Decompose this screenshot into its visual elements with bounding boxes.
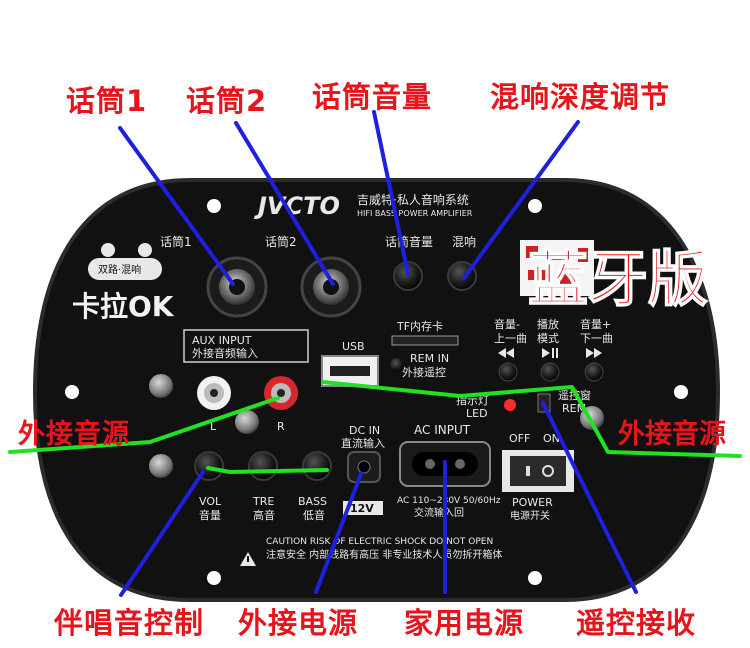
brand-logo: JVCTO bbox=[254, 192, 340, 220]
caution-label: CAUTION RISK OF ELECTRIC SHOCK DO NOT OP… bbox=[266, 537, 493, 547]
pointer-reverb bbox=[462, 120, 580, 280]
mount-hole bbox=[528, 199, 542, 213]
next-track-icon bbox=[586, 348, 602, 358]
pointer-ext-source-right bbox=[321, 380, 742, 458]
vol-label: VOL bbox=[199, 495, 222, 508]
caution-cn-label: 注意安全 内部线路有高压 非专业技术人员勿拆开箱体 bbox=[266, 548, 502, 561]
power-label: POWER bbox=[512, 496, 553, 509]
play-mode-sub-label: 模式 bbox=[537, 332, 559, 345]
pointer-ext-source-bottom bbox=[206, 466, 329, 474]
vol-minus-sub-label: 上一曲 bbox=[494, 332, 527, 345]
speaker-terminal-screw bbox=[149, 374, 173, 398]
callout-ext-source-left: 外接音源 bbox=[18, 419, 130, 450]
vol-minus-button[interactable] bbox=[498, 362, 518, 382]
play-mode-button[interactable] bbox=[540, 362, 560, 382]
mic-volume-panel-label: 话筒音量 bbox=[385, 234, 433, 249]
bass-knob[interactable] bbox=[302, 451, 332, 481]
rem-in-label: REM IN bbox=[410, 352, 449, 365]
power-cn-label: 电源开关 bbox=[510, 509, 550, 522]
rem-in-jack[interactable] bbox=[390, 358, 404, 372]
ac-input-label: AC INPUT bbox=[414, 423, 471, 437]
dc-in-jack[interactable] bbox=[347, 451, 381, 483]
karaoke-logo: 双路·混响 卡拉OK bbox=[72, 243, 175, 323]
bass-label: BASS bbox=[298, 495, 327, 508]
treble-cn-label: 高音 bbox=[253, 508, 275, 522]
vol-plus-sub-label: 下一曲 bbox=[580, 332, 613, 345]
power-on-label: ON bbox=[543, 432, 560, 445]
karaoke-logo-main: 卡拉OK bbox=[72, 290, 175, 323]
pointer-mic1 bbox=[118, 126, 235, 286]
treble-knob[interactable] bbox=[248, 451, 278, 481]
aux-right-rca-jack[interactable] bbox=[264, 376, 298, 410]
pointer-remote bbox=[541, 401, 638, 594]
play-pause-icon bbox=[542, 348, 558, 358]
power-switch[interactable] bbox=[502, 450, 574, 492]
karaoke-logo-top: 双路·混响 bbox=[98, 263, 141, 276]
pointer-mic-volume bbox=[372, 110, 410, 276]
dc-voltage-label: 12V bbox=[350, 502, 374, 515]
aux-input-title: AUX INPUT bbox=[192, 334, 252, 347]
aux-right-label: R bbox=[277, 420, 285, 433]
aux-input-box bbox=[183, 329, 309, 363]
callout-mic-volume: 话筒音量 bbox=[312, 80, 433, 114]
callout-ext-power: 外接电源 bbox=[238, 606, 359, 640]
dc-voltage-badge bbox=[343, 501, 383, 515]
brand-subtitle: HIFI BASS POWER AMPLIFIER bbox=[357, 209, 473, 218]
mount-hole bbox=[207, 199, 221, 213]
callout-mic2: 话筒2 bbox=[186, 84, 268, 118]
vol-cn-label: 音量 bbox=[199, 508, 221, 522]
mic2-jack[interactable] bbox=[300, 256, 362, 318]
mic1-jack[interactable] bbox=[206, 256, 268, 318]
speaker-terminal-screw bbox=[235, 410, 259, 434]
mount-hole bbox=[207, 571, 221, 585]
bluetooth-version-badge: 蓝牙版 bbox=[528, 245, 708, 315]
bass-cn-label: 低音 bbox=[303, 508, 325, 522]
dc-in-label: DC IN bbox=[349, 424, 380, 437]
mic1-panel-label: 话筒1 bbox=[160, 234, 192, 249]
indicator-led bbox=[504, 399, 516, 411]
power-off-label: OFF bbox=[509, 432, 530, 445]
vol-plus-label: 音量+ bbox=[580, 317, 611, 331]
rem-in-cn-label: 外接遥控 bbox=[402, 365, 446, 379]
pointer-ext-power bbox=[314, 472, 363, 594]
aux-left-label: L bbox=[210, 420, 217, 433]
tf-card-label: TF内存卡 bbox=[396, 319, 443, 333]
brand-name-cn: 吉威特·私人音响系统 bbox=[357, 192, 469, 207]
callout-karaoke-control: 伴唱音控制 bbox=[54, 606, 205, 640]
callout-reverb-depth: 混响深度调节 bbox=[490, 80, 671, 114]
prev-track-icon bbox=[498, 348, 514, 358]
vol-minus-label: 音量- bbox=[494, 317, 520, 331]
tf-card-slot[interactable] bbox=[391, 335, 459, 346]
callout-mic1: 话筒1 bbox=[66, 84, 148, 118]
bluetooth-qr-pattern bbox=[520, 240, 594, 296]
pointer-karaoke bbox=[119, 470, 205, 597]
warning-icon bbox=[240, 552, 256, 566]
mic2-panel-label: 话筒2 bbox=[265, 234, 297, 249]
ac-spec-label: AC 110~230V 50/60Hz bbox=[397, 496, 501, 506]
callout-ext-source-right: 外接音源 bbox=[618, 419, 726, 450]
pointer-ext-source-left bbox=[8, 396, 280, 454]
usb-label: USB bbox=[342, 340, 365, 353]
play-mode-label: 播放 bbox=[537, 317, 559, 331]
dc-in-cn-label: 直流输入 bbox=[341, 436, 385, 450]
mount-hole bbox=[528, 571, 542, 585]
aux-input-subtitle: 外接音频输入 bbox=[192, 346, 258, 360]
vol-plus-button[interactable] bbox=[584, 362, 604, 382]
ac-cn-label: 交流输入回 bbox=[414, 506, 464, 519]
callout-home-power: 家用电源 bbox=[404, 606, 525, 640]
reverb-panel-label: 混响 bbox=[452, 234, 476, 249]
pointer-mic2 bbox=[234, 121, 335, 286]
indicator-led-label: LED bbox=[466, 407, 488, 420]
treble-label: TRE bbox=[252, 495, 274, 508]
callout-remote-receive: 遥控接收 bbox=[576, 606, 697, 640]
speaker-terminal-screw bbox=[149, 454, 173, 478]
mount-hole bbox=[65, 385, 79, 399]
aux-left-rca-jack[interactable] bbox=[197, 376, 231, 410]
mount-hole bbox=[674, 385, 688, 399]
usb-port-slot bbox=[330, 366, 370, 376]
